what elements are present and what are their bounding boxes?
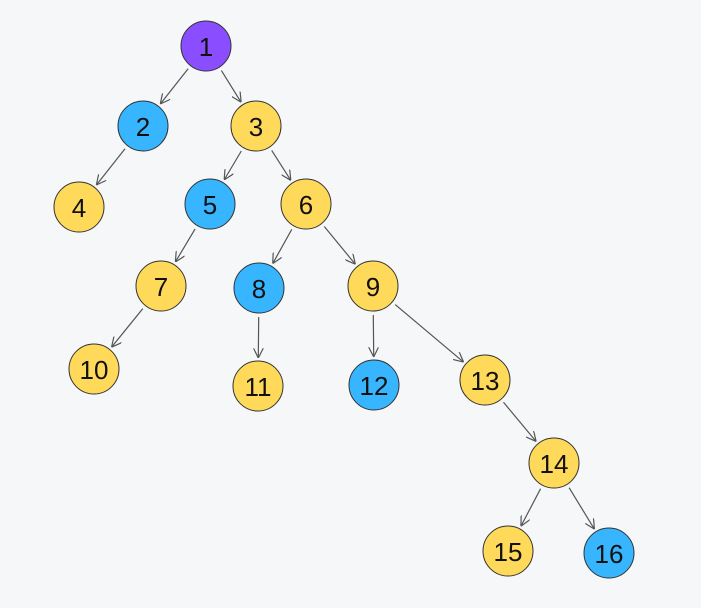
node-11: 11 bbox=[232, 360, 284, 412]
node-circle bbox=[68, 343, 120, 395]
node-label: 15 bbox=[494, 537, 523, 567]
node-circle bbox=[135, 260, 187, 312]
node-label: 4 bbox=[72, 193, 86, 223]
node-13: 13 bbox=[459, 354, 511, 406]
node-label: 10 bbox=[80, 355, 109, 385]
edge-6-to-9 bbox=[323, 226, 354, 264]
node-3: 3 bbox=[230, 100, 282, 152]
node-label: 9 bbox=[366, 272, 380, 302]
edge-1-to-3 bbox=[220, 70, 240, 102]
node-label: 2 bbox=[136, 112, 150, 142]
node-circle bbox=[53, 181, 105, 233]
edge-9-to-13 bbox=[394, 304, 463, 362]
node-7: 7 bbox=[135, 260, 187, 312]
edges-layer bbox=[97, 68, 594, 529]
edge-3-to-5 bbox=[225, 150, 242, 179]
node-circle bbox=[459, 354, 511, 406]
node-label: 14 bbox=[540, 449, 569, 479]
node-circle bbox=[280, 178, 332, 230]
node-4: 4 bbox=[53, 181, 105, 233]
node-circle bbox=[184, 178, 236, 230]
edge-14-to-16 bbox=[568, 487, 594, 529]
edge-2-to-4 bbox=[97, 148, 126, 184]
node-label: 1 bbox=[199, 32, 213, 62]
node-16: 16 bbox=[583, 527, 635, 579]
edge-13-to-14 bbox=[503, 401, 536, 440]
node-circle bbox=[528, 437, 580, 489]
node-12: 12 bbox=[348, 359, 400, 411]
edge-1-to-2 bbox=[161, 68, 189, 103]
node-circle bbox=[117, 100, 169, 152]
edge-3-to-6 bbox=[271, 150, 291, 179]
node-8: 8 bbox=[233, 262, 285, 314]
node-circle bbox=[347, 260, 399, 312]
node-9: 9 bbox=[347, 260, 399, 312]
node-2: 2 bbox=[117, 100, 169, 152]
node-label: 8 bbox=[252, 274, 266, 304]
node-circle bbox=[233, 262, 285, 314]
node-6: 6 bbox=[280, 178, 332, 230]
node-circle bbox=[180, 20, 232, 72]
node-label: 16 bbox=[595, 539, 624, 569]
node-14: 14 bbox=[528, 437, 580, 489]
edge-5-to-7 bbox=[176, 228, 196, 261]
node-label: 11 bbox=[245, 372, 272, 402]
node-circle bbox=[583, 527, 635, 579]
node-10: 10 bbox=[68, 343, 120, 395]
node-circle bbox=[348, 359, 400, 411]
node-circle bbox=[230, 100, 282, 152]
node-label: 6 bbox=[299, 190, 313, 220]
node-5: 5 bbox=[184, 178, 236, 230]
node-label: 7 bbox=[154, 272, 168, 302]
node-circle bbox=[482, 525, 534, 577]
edge-7-to-10 bbox=[112, 308, 144, 347]
edge-14-to-15 bbox=[521, 488, 542, 526]
edge-6-to-8 bbox=[273, 229, 293, 262]
node-15: 15 bbox=[482, 525, 534, 577]
node-1: 1 bbox=[180, 20, 232, 72]
node-label: 12 bbox=[360, 371, 389, 401]
node-label: 3 bbox=[249, 112, 263, 142]
node-circle bbox=[232, 360, 284, 412]
node-label: 13 bbox=[471, 366, 500, 396]
node-label: 5 bbox=[203, 190, 217, 220]
